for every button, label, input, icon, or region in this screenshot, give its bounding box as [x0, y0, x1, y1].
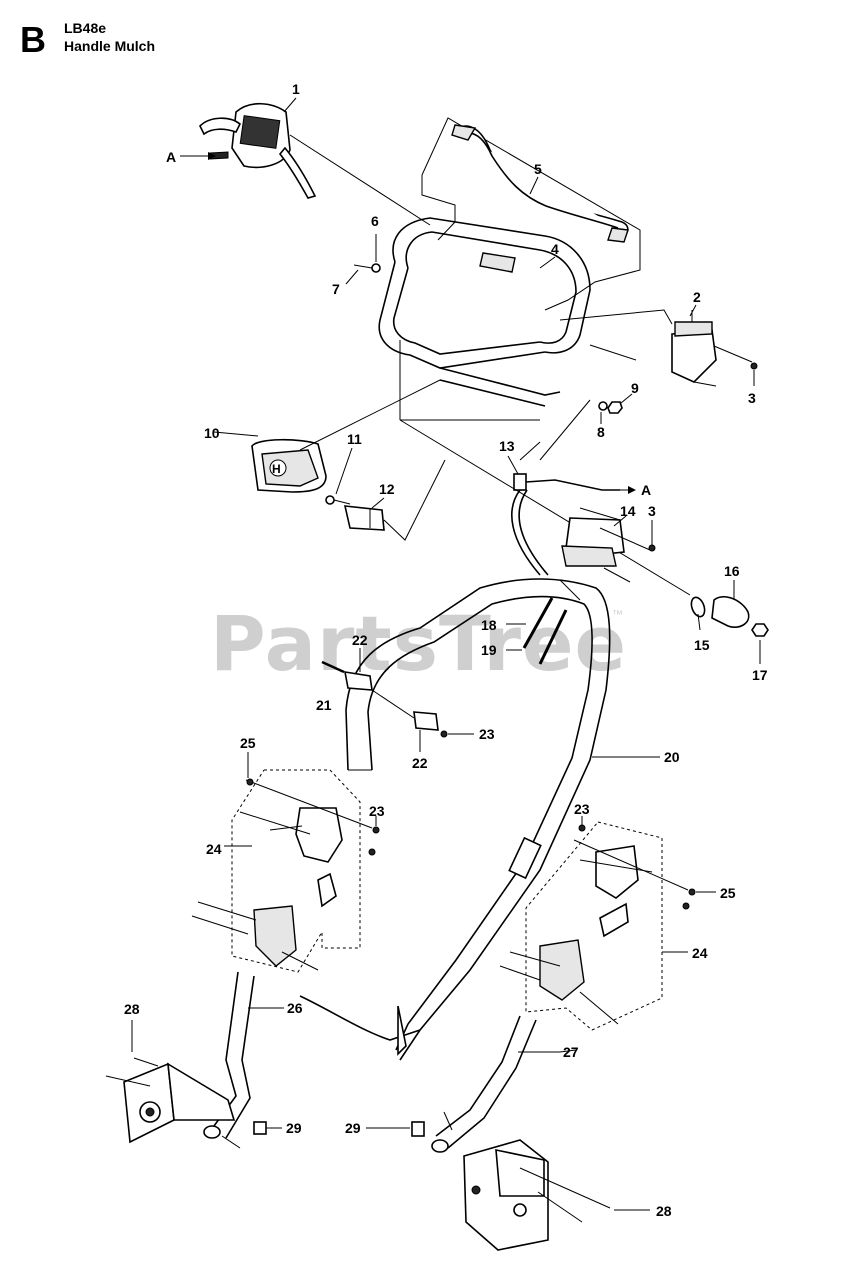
- callout-6: 6: [371, 213, 379, 229]
- callout-5: 5: [534, 161, 542, 177]
- part-1-control-lever: [199, 102, 431, 226]
- callout-labels: 1 2 3 3 4 5 6 7 8 9 10 11 12 13 14 15 16…: [124, 81, 768, 1219]
- callout-23c: 23: [574, 801, 590, 817]
- callout-29: 29: [286, 1120, 302, 1136]
- left-deck-mount: [105, 1020, 282, 1149]
- parts-8-9-nut: [539, 393, 633, 461]
- callout-24b: 24: [692, 945, 708, 961]
- parts-21-22-23-hinge: [321, 648, 474, 752]
- callout-24: 24: [206, 841, 222, 857]
- callout-12: 12: [379, 481, 395, 497]
- callout-23: 23: [479, 726, 495, 742]
- callout-11: 11: [347, 431, 362, 447]
- svg-text:H: H: [272, 462, 281, 476]
- callout-26: 26: [287, 1000, 303, 1016]
- callout-8: 8: [597, 424, 605, 440]
- callout-18: 18: [481, 617, 497, 633]
- part-20-lower-handle: [299, 578, 660, 1061]
- callout-10: 10: [204, 425, 220, 441]
- leader-lines: [213, 97, 761, 1053]
- callout-17: 17: [752, 667, 768, 683]
- part-10-cover: H: [251, 379, 441, 493]
- callout-1: 1: [292, 81, 300, 97]
- callout-15: 15: [694, 637, 710, 653]
- callout-23b: 23: [369, 803, 385, 819]
- part-27-right-strut: [431, 1015, 560, 1153]
- callout-7: 7: [332, 281, 340, 297]
- callout-3b: 3: [648, 503, 656, 519]
- parts-6-7-bolt: [345, 234, 381, 285]
- arrow-a-label: A: [166, 149, 176, 165]
- parts-11-12-clip: [325, 459, 446, 541]
- subtitle-label: Handle Mulch: [64, 38, 155, 54]
- parts-18-19-screws: [506, 597, 568, 665]
- part-5-cable-guide: [421, 117, 641, 311]
- callout-28b: 28: [656, 1203, 672, 1219]
- callout-21: 21: [316, 697, 332, 713]
- callout-3: 3: [748, 390, 756, 406]
- reference-arrow-a-left: A: [166, 149, 216, 165]
- parts-15-16-17-knob: [690, 596, 769, 637]
- callout-28: 28: [124, 1001, 140, 1017]
- callout-29b: 29: [345, 1120, 361, 1136]
- callout-2: 2: [693, 289, 701, 305]
- callout-25: 25: [240, 735, 256, 751]
- part-14-bracket: [561, 507, 656, 583]
- callout-20: 20: [664, 749, 680, 765]
- callout-22: 22: [352, 632, 368, 648]
- reference-arrow-a-right: A: [610, 482, 651, 498]
- callout-27: 27: [563, 1044, 579, 1060]
- watermark: PartsTree: [210, 599, 627, 688]
- part-2-bracket: [559, 309, 758, 387]
- callout-16: 16: [724, 563, 740, 579]
- left-lever-assembly-24: [191, 752, 380, 973]
- callout-13: 13: [499, 438, 515, 454]
- callout-25b: 25: [720, 885, 736, 901]
- watermark-trademark: ™: [612, 609, 623, 621]
- right-lever-assembly-24: [499, 816, 716, 1031]
- model-label: LB48e: [64, 20, 106, 36]
- arrow-a-right-label: A: [641, 482, 651, 498]
- right-deck-mount: [366, 1111, 650, 1251]
- part-4-upper-handle: [378, 217, 591, 421]
- callout-9: 9: [631, 380, 639, 396]
- part-13-cable: [399, 419, 691, 596]
- callout-4: 4: [551, 241, 559, 257]
- callout-22b: 22: [412, 755, 428, 771]
- section-letter: B: [20, 19, 46, 60]
- callout-19: 19: [481, 642, 497, 658]
- callout-14: 14: [620, 503, 636, 519]
